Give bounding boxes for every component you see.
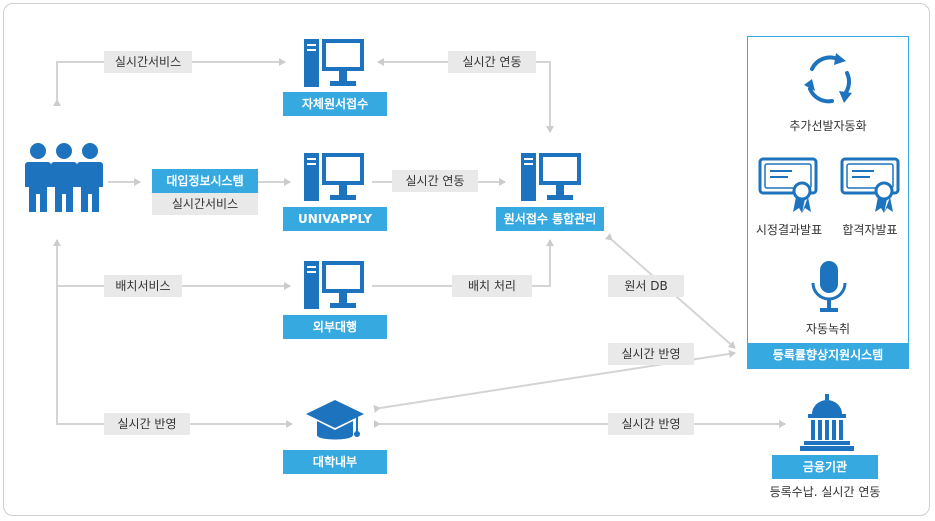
outsourcing-node: 외부대행 (283, 315, 387, 339)
bank-building-icon (798, 394, 856, 456)
bank-sub-label: 등록수납. 실시간 연동 (769, 485, 881, 499)
support-system-panel: 추가선발자동화 시정결과발표 합격자발표 (747, 36, 909, 369)
certificate-icon (758, 157, 818, 219)
univapply-node: UNIVAPPLY (283, 207, 387, 231)
computer-icon (303, 36, 365, 94)
self-apply-node: 자체원서접수 (283, 92, 387, 116)
computer-icon (303, 150, 365, 208)
auto-record-label: 자동녹취 (805, 322, 851, 336)
users-group-icon (25, 140, 103, 219)
computer-icon (303, 258, 365, 316)
graduation-cap-icon (305, 398, 365, 450)
batch-service-label: 배치서비스 (104, 275, 182, 297)
admission-system-node: 대입정보시스템 (152, 169, 258, 193)
bank-node: 금융기관 (772, 455, 878, 479)
university-node: 대학내부 (283, 450, 387, 474)
certificate-icon (840, 157, 900, 219)
realtime-link-mid-label: 실시간 연동 (392, 170, 478, 192)
realtime-reflect-bottom-label: 실시간 반영 (608, 413, 694, 435)
auto-select-label: 추가선발자동화 (789, 119, 867, 133)
realtime-reflect-left-label: 실시간 반영 (104, 413, 190, 435)
realtime-service-sub-label: 실시간서비스 (152, 193, 258, 215)
integrated-mgmt-node: 원서접수 통합관리 (496, 207, 604, 231)
realtime-service-label: 실시간서비스 (104, 51, 192, 73)
refresh-cycle-icon (800, 51, 858, 113)
microphone-icon (810, 259, 848, 319)
application-db-label: 원서 DB (608, 275, 684, 297)
computer-icon (520, 150, 582, 208)
panel-title: 등록률향상지원시스템 (748, 343, 908, 368)
batch-process-label: 배치 처리 (452, 275, 532, 297)
pass-result-label: 합격자발표 (842, 223, 898, 237)
realtime-link-label: 실시간 연동 (448, 51, 536, 73)
realtime-reflect-right-label: 실시간 반영 (608, 343, 694, 365)
exam-result-label: 시정결과발표 (755, 223, 823, 237)
